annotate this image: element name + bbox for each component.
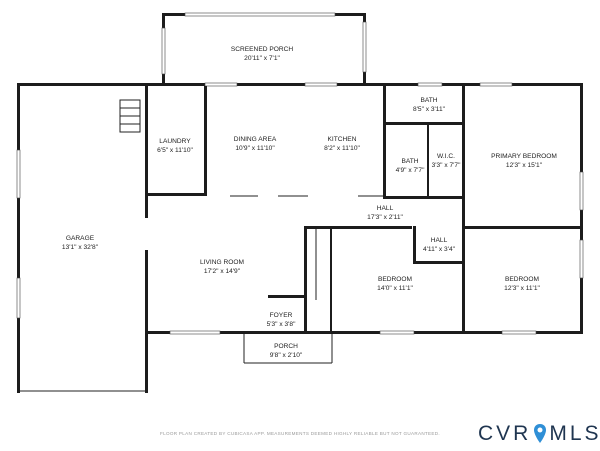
room-name: LAUNDRY: [159, 138, 191, 145]
interior-walls: [148, 86, 583, 331]
room-dims: 14'0" x 11'1": [377, 285, 413, 292]
room-name: BEDROOM: [378, 276, 412, 283]
room-dims: 17'3" x 2'11": [367, 214, 403, 221]
room-dims: 9'8" x 2'10": [270, 352, 303, 359]
logo-text-right: MLS: [549, 422, 600, 445]
room-dims: 4'11" x 3'4": [423, 246, 456, 253]
room-dims: 8'2" x 11'10": [324, 145, 360, 152]
room-dims: 12'3" x 15'1": [506, 162, 543, 169]
room-name: GARAGE: [66, 235, 95, 242]
room-dims: 17'2" x 14'9": [204, 268, 241, 275]
room-name: KITCHEN: [328, 136, 357, 143]
room-name: HALL: [377, 205, 394, 212]
room-name: FOYER: [270, 312, 293, 319]
room-name: DINING AREA: [234, 136, 277, 143]
exterior-walls: [145, 82, 584, 335]
room-name: SCREENED PORCH: [231, 46, 294, 53]
room-dims: 10'9" x 11'10": [235, 145, 275, 152]
disclaimer: FLOOR PLAN CREATED BY CUBICASA APP. MEAS…: [160, 431, 440, 436]
garage-walls: [16, 83, 148, 393]
room-name: W.I.C.: [437, 153, 455, 160]
room-name: BATH: [420, 97, 437, 104]
room-dims: 12'3" x 11'1": [504, 285, 540, 292]
room-name: PRIMARY BEDROOM: [491, 153, 557, 160]
porch-outline: [243, 334, 333, 364]
room-name: PORCH: [274, 343, 298, 350]
doorway-marks: [230, 195, 383, 300]
map-pin-icon: [533, 423, 547, 445]
room-dims: 4'9" x 7'7": [396, 167, 425, 174]
room-dims: 8'5" x 3'11": [413, 106, 446, 113]
room-name: BEDROOM: [505, 276, 539, 283]
room-dims: 5'3" x 3'8": [267, 321, 296, 328]
room-name: HALL: [431, 237, 448, 244]
room-dims: 6'5" x 11'10": [157, 147, 193, 154]
screened-porch-walls: [161, 12, 367, 83]
garage-stairs: [119, 99, 141, 133]
logo-text-left: CVR: [478, 422, 532, 445]
room-name: LIVING ROOM: [200, 259, 244, 266]
room-dims: 3'3" x 7'7": [432, 162, 461, 169]
room-dims: 20'11" x 7'1": [244, 55, 280, 62]
room-dims: 13'1" x 32'8": [62, 244, 99, 251]
room-name: BATH: [401, 158, 418, 165]
cvrmls-logo: CVR MLS: [478, 422, 600, 445]
